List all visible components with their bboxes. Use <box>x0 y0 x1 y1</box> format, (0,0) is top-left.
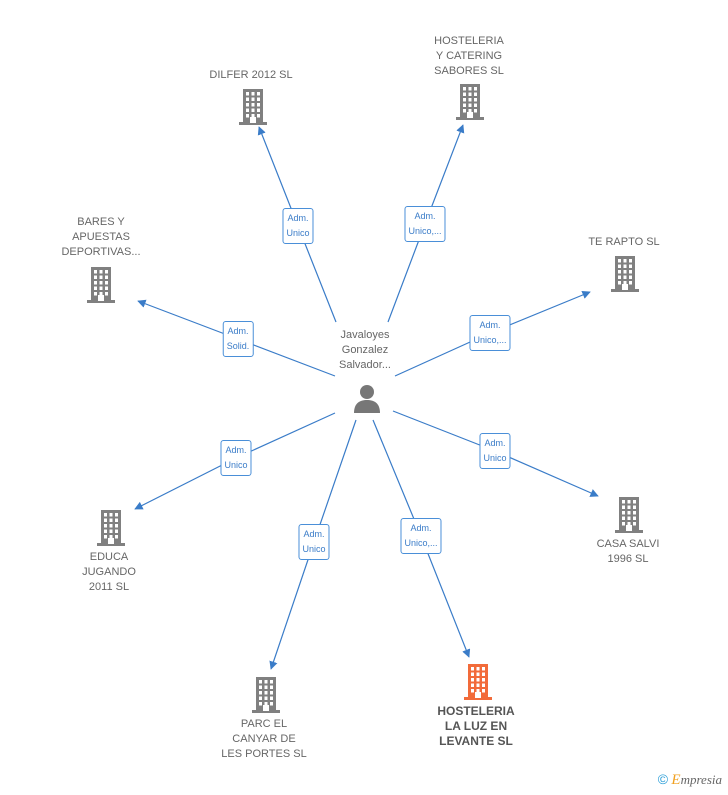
role-badge-casa-salvi[interactable]: Adm. Unico <box>479 433 511 469</box>
building-icon[interactable] <box>85 267 117 303</box>
company-label-parc[interactable]: PARC EL CANYAR DE LES PORTES SL <box>221 717 306 762</box>
building-icon[interactable] <box>609 256 641 292</box>
brand-initial: E <box>671 772 681 788</box>
company-name-line: DEPORTIVAS... <box>61 246 141 258</box>
role-text-line: Unico <box>286 228 310 238</box>
company-name-line: LES PORTES SL <box>221 748 307 760</box>
role-text-line: Unico,... <box>408 226 442 236</box>
building-icon[interactable] <box>95 510 127 546</box>
footer-brand[interactable]: © Empresia <box>658 771 722 789</box>
role-text-line: Adm. <box>414 211 436 221</box>
company-name-line: CANYAR DE <box>232 733 296 745</box>
role-badge-dilfer[interactable]: Adm. Unico <box>282 208 314 244</box>
company-name-line: APUESTAS <box>72 231 130 243</box>
person-icon[interactable] <box>352 383 382 413</box>
brand-logo: Empresia <box>671 772 722 788</box>
company-label-educa[interactable]: EDUCA JUGANDO 2011 SL <box>82 550 136 595</box>
company-name-line: BARES Y <box>77 216 125 228</box>
building-icon[interactable] <box>250 677 282 713</box>
company-name-line: EDUCA <box>89 551 129 563</box>
building-icon[interactable] <box>462 664 494 700</box>
role-text-line: Adm. <box>287 213 309 223</box>
brand-name: mpresia <box>680 772 722 787</box>
company-name-line: PARC EL <box>240 718 288 730</box>
company-name-line: JUGANDO <box>82 566 136 578</box>
role-badge-hosteleria-luz[interactable]: Adm. Unico,... <box>400 518 442 554</box>
company-name-line: DILFER 2012 SL <box>209 69 293 81</box>
building-icon[interactable] <box>237 89 269 125</box>
company-name-line: HOSTELERIA <box>434 35 504 47</box>
role-text-line: Adm. <box>225 445 247 455</box>
company-name-line: LA LUZ EN <box>444 719 508 733</box>
role-text-line: Adm. <box>479 320 501 330</box>
company-label-bares[interactable]: BARES Y APUESTAS DEPORTIVAS... <box>61 215 140 260</box>
company-label-casa-salvi[interactable]: CASA SALVI 1996 SL <box>597 537 660 567</box>
company-name-line: 2011 SL <box>88 581 130 593</box>
company-name-line: TE RAPTO SL <box>588 236 660 248</box>
role-text-line: Adm. <box>484 438 506 448</box>
role-badge-hosteleria-catering[interactable]: Adm. Unico,... <box>404 206 446 242</box>
role-text-line: Unico <box>224 460 248 470</box>
role-badge-parc[interactable]: Adm. Unico <box>298 524 330 560</box>
role-text-line: Adm. <box>410 523 432 533</box>
role-text-line: Unico <box>302 544 326 554</box>
company-name-line: LEVANTE SL <box>439 734 513 748</box>
center-name-line-1: Javaloyes <box>340 329 390 341</box>
company-name-line: CASA SALVI <box>596 538 660 550</box>
role-text-line: Adm. <box>227 326 249 336</box>
role-text-line: Unico <box>483 453 507 463</box>
building-icon[interactable] <box>613 497 645 533</box>
company-label-dilfer[interactable]: DILFER 2012 SL <box>209 68 292 83</box>
company-name-line: SABORES SL <box>434 65 504 77</box>
role-badge-te-rapto[interactable]: Adm. Unico,... <box>469 315 511 351</box>
role-badge-bares[interactable]: Adm. Solid. <box>222 321 254 357</box>
center-person-label[interactable]: Javaloyes Gonzalez Salvador... <box>339 328 391 373</box>
company-label-te-rapto[interactable]: TE RAPTO SL <box>588 235 659 250</box>
center-name-line-2: Gonzalez <box>341 344 389 356</box>
role-badge-educa[interactable]: Adm. Unico <box>220 440 252 476</box>
role-text-line: Unico,... <box>404 538 438 548</box>
role-text-line: Solid. <box>226 341 250 351</box>
copyright-symbol: © <box>657 771 669 787</box>
building-icon[interactable] <box>454 84 486 120</box>
company-label-hosteleria-catering[interactable]: HOSTELERIA Y CATERING SABORES SL <box>434 34 504 79</box>
company-name-line: Y CATERING <box>435 50 503 62</box>
company-name-line: 1996 SL <box>607 553 649 565</box>
center-name-line-3: Salvador... <box>339 359 391 371</box>
role-text-line: Unico,... <box>473 335 507 345</box>
role-text-line: Adm. <box>303 529 325 539</box>
company-name-line: HOSTELERIA <box>437 704 515 718</box>
